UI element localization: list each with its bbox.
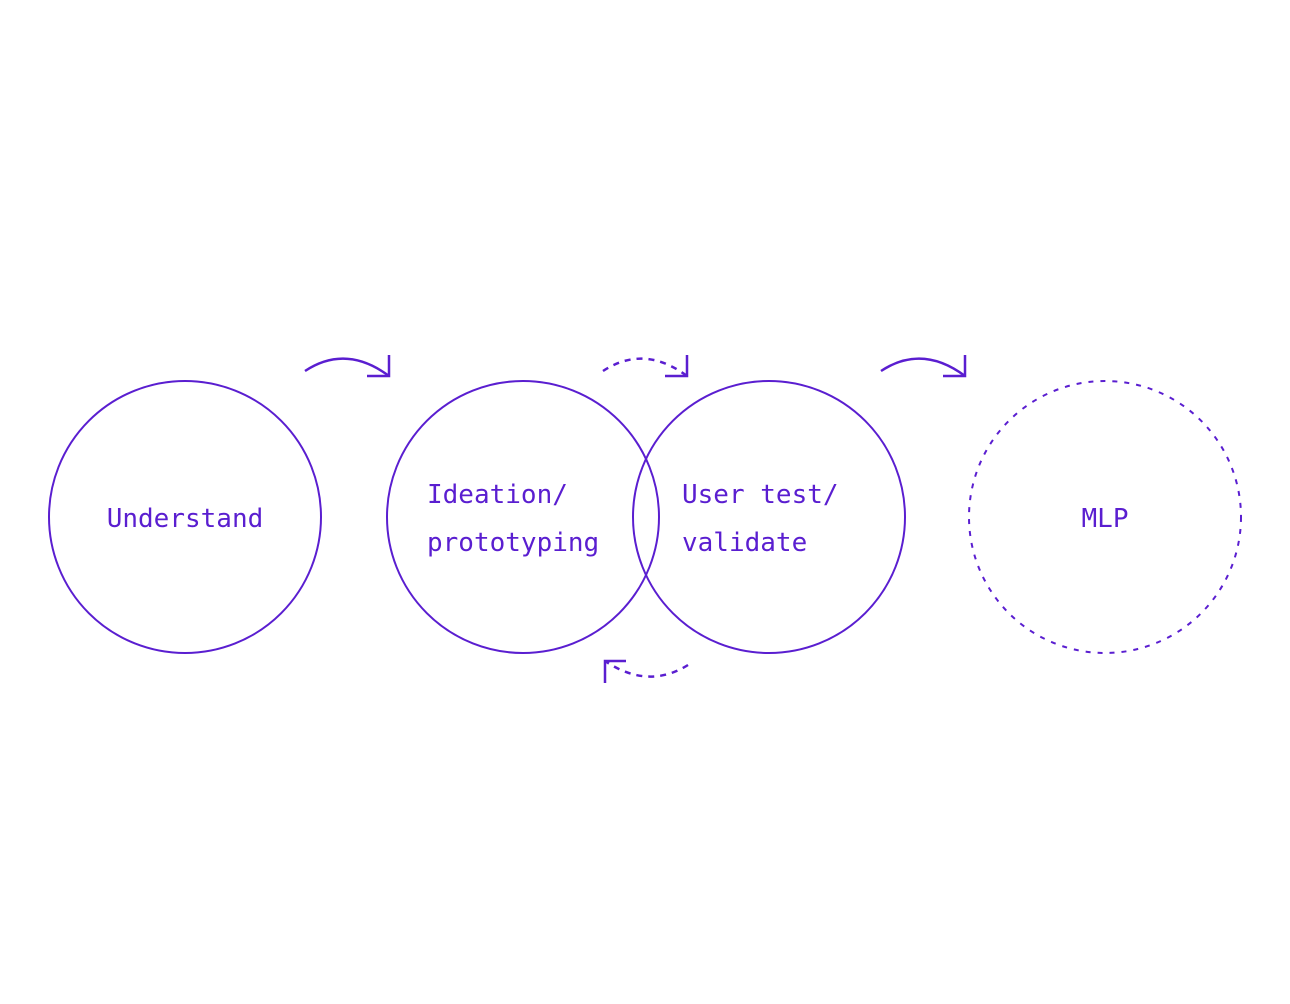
arrow-head: [943, 355, 967, 378]
stage-label-ideation-line-1: Ideation/: [427, 480, 568, 510]
stage-circle-ideation: [386, 380, 660, 654]
arrow-head: [367, 355, 391, 378]
stage-label-understand: Understand: [107, 504, 264, 534]
arrow-head: [603, 659, 626, 683]
stage-label-ideation: Ideation/ prototyping: [427, 480, 599, 558]
stage-circle-user-test: [632, 380, 906, 654]
arrow-user-test-to-ideation: [603, 659, 689, 683]
arrow-ideation-to-user-test: [602, 355, 689, 378]
arrow-head: [665, 355, 689, 378]
arrow-understand-to-ideation: [304, 355, 391, 378]
stage-label-ideation-line-2: prototyping: [427, 528, 599, 558]
stage-circle-understand: [48, 380, 322, 654]
arrow-curve: [304, 357, 390, 378]
stage-circle-mlp: [968, 380, 1242, 654]
arrow-curve: [602, 357, 688, 378]
stage-label-mlp: MLP: [1082, 504, 1129, 534]
stage-label-user-test: User test/ validate: [682, 480, 854, 558]
arrow-user-test-to-mlp: [880, 355, 967, 378]
arrow-curve: [880, 357, 966, 378]
arrow-curve: [604, 659, 689, 678]
stage-label-user-test-line-2: validate: [682, 528, 807, 558]
stage-label-user-test-line-1: User test/: [682, 480, 839, 510]
